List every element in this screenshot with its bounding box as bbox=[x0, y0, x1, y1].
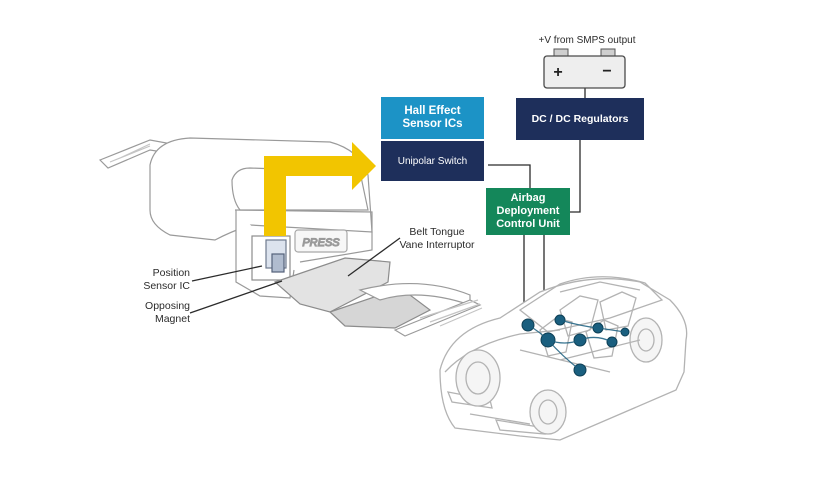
airbag-control-line2: Deployment bbox=[496, 205, 560, 217]
opposing-magnet-line2: Magnet bbox=[154, 313, 190, 325]
opposing-magnet-label: Opposing Magnet bbox=[120, 300, 190, 326]
smps-label: +V from SMPS output bbox=[532, 34, 642, 47]
airbag-control-line3: Control Unit bbox=[496, 218, 560, 230]
dcdc-regulator-text: DC / DC Regulators bbox=[531, 112, 629, 125]
belt-tongue-line1: Belt Tongue bbox=[409, 226, 465, 238]
hall-effect-line2: Sensor ICs bbox=[402, 118, 463, 130]
opposing-magnet-line1: Opposing bbox=[145, 300, 190, 312]
airbag-control-box: Airbag Deployment Control Unit bbox=[486, 188, 570, 235]
belt-tongue-line2: Vane Interruptor bbox=[399, 239, 475, 251]
position-sensor-label: Position Sensor IC bbox=[120, 267, 190, 293]
hall-effect-line1: Hall Effect bbox=[404, 105, 461, 117]
yellow-arrow-icon bbox=[264, 142, 376, 236]
position-sensor-line1: Position bbox=[152, 267, 190, 279]
battery-minus-sign: − bbox=[602, 63, 611, 80]
unipolar-switch-box: Unipolar Switch bbox=[381, 141, 484, 181]
unipolar-switch-text: Unipolar Switch bbox=[397, 155, 468, 167]
battery-plus-sign: + bbox=[553, 64, 562, 81]
airbag-control-line1: Airbag bbox=[510, 192, 546, 204]
hall-effect-box: Hall Effect Sensor ICs bbox=[381, 97, 484, 139]
car-icon bbox=[439, 276, 688, 441]
battery-icon: + − bbox=[543, 48, 626, 89]
car-wiring-harness bbox=[527, 319, 626, 371]
position-sensor-line2: Sensor IC bbox=[143, 280, 190, 292]
buckle-brand: PRESS bbox=[302, 237, 340, 249]
belt-tongue-label: Belt Tongue Vane Interruptor bbox=[392, 226, 482, 252]
smps-label-text: +V from SMPS output bbox=[538, 35, 636, 46]
dcdc-regulator-box: DC / DC Regulators bbox=[516, 98, 644, 140]
callout-lines bbox=[189, 237, 401, 314]
